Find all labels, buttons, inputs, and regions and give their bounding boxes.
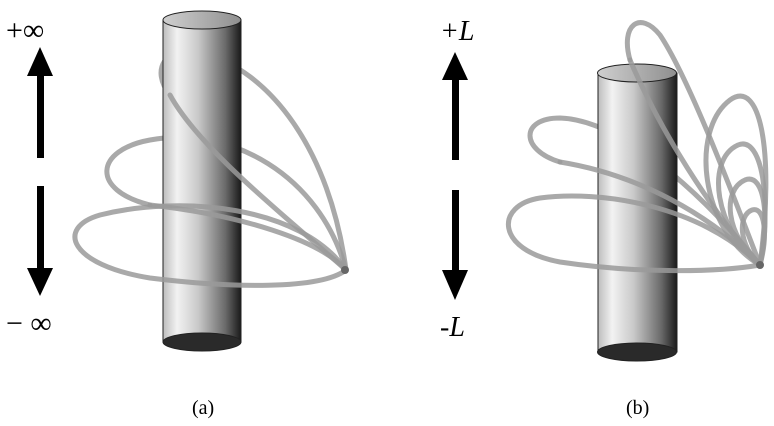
up-arrow-b	[442, 52, 468, 160]
up-arrow-a	[27, 47, 53, 158]
cylinder-a	[162, 10, 242, 352]
trajectory-curve-b-front	[505, 57, 769, 274]
convergence-point-a	[341, 266, 349, 274]
caption-b: (b)	[626, 397, 649, 419]
down-arrow-b	[442, 190, 468, 300]
down-arrow-a	[27, 186, 53, 296]
trajectory-curve-a-front	[72, 92, 349, 288]
top-label-b: +L	[440, 16, 474, 47]
panel-b: +L -L (b)	[440, 16, 769, 419]
cylinder-b	[597, 63, 678, 362]
trajectory-curve-b-back	[527, 20, 763, 268]
caption-a: (a)	[192, 397, 214, 419]
top-label-a: +∞	[6, 14, 44, 47]
panel-a: +∞ − ∞ (a)	[6, 10, 349, 419]
bottom-label-a: − ∞	[6, 307, 52, 340]
bottom-label-b: -L	[440, 312, 465, 343]
convergence-point-b	[756, 261, 764, 269]
